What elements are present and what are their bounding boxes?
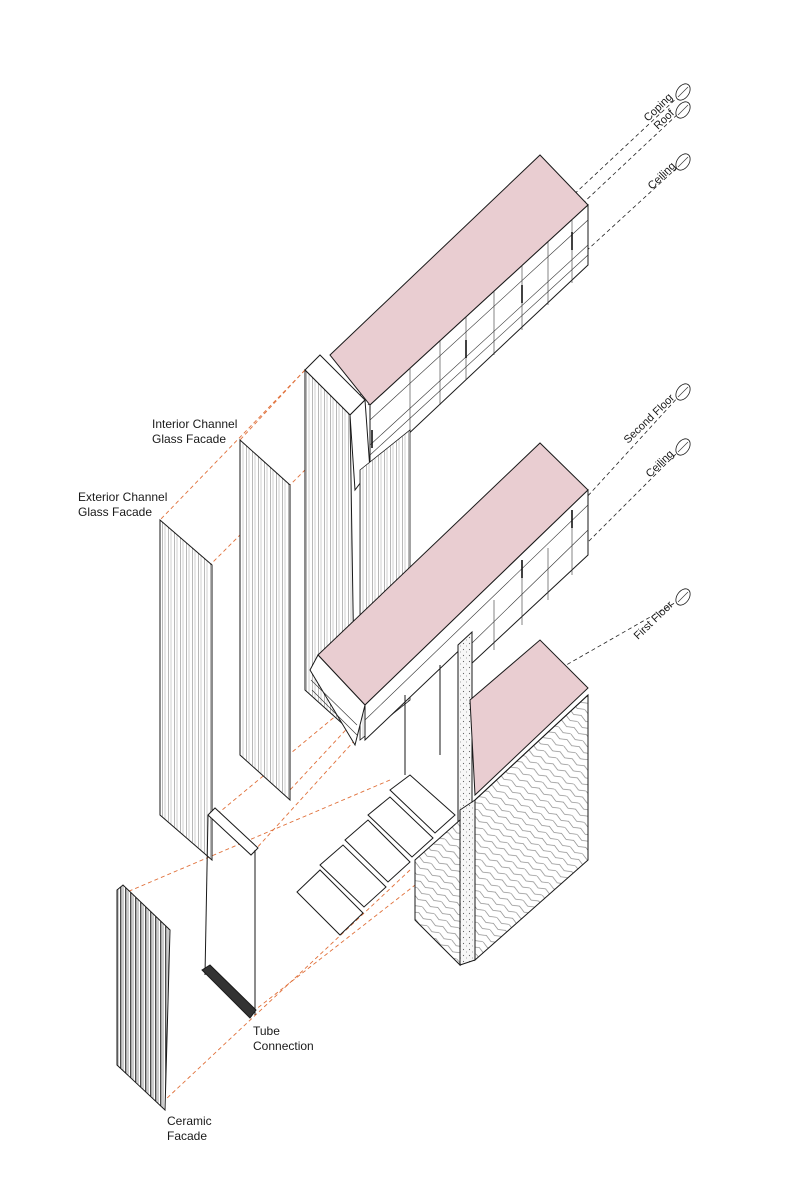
level-coping [675,83,691,101]
label-tube-connection-line2: Connection [253,1039,314,1053]
first-floor-slab-top [469,639,589,797]
roof-slab-front [369,203,589,472]
foundation-concrete-strip [459,799,476,966]
label-interior-channel-line2: Glass Facade [152,432,226,446]
label-interior-channel-line1: Interior Channel [152,417,237,431]
level-label-ceiling-upper: Ceiling [646,160,679,192]
steps [296,774,456,936]
slab-edge-layers [309,654,366,747]
level-markers: Coping Roof Ceiling Second Floor Ceiling… [622,83,691,642]
interior-channel-glass-panel [239,438,291,802]
level-second-floor [675,383,691,401]
step-4 [319,844,387,908]
label-exterior-channel-line1: Exterior Channel [78,490,167,504]
step-1 [389,774,456,834]
label-tube-connection-line1: Tube [253,1024,280,1038]
level-ceiling-lower [675,438,691,456]
step-3 [344,819,411,883]
label-exterior-channel-line2: Glass Facade [78,505,152,519]
level-label-second-floor: Second Floor [622,392,678,446]
foundation-side-face [414,818,461,967]
ceramic-facade-panel [116,884,171,1112]
level-label-ceiling-lower: Ceiling [644,448,677,480]
level-label-first-floor: First Floor [632,599,676,642]
step-5 [296,869,364,936]
tube-connection-frame [201,807,259,1019]
component-labels: Interior Channel Glass Facade Exterior C… [78,417,314,1143]
label-ceramic-facade-line2: Facade [167,1129,207,1143]
level-first-floor [675,588,691,606]
second-floor-slab-assembly [309,442,589,864]
level-ceiling-upper [675,153,691,171]
label-ceramic-facade-line1: Ceramic [167,1114,212,1128]
first-floor-block [414,639,589,967]
step-2 [367,796,434,858]
exterior-channel-glass-panel [159,518,213,862]
level-roof [675,101,691,119]
